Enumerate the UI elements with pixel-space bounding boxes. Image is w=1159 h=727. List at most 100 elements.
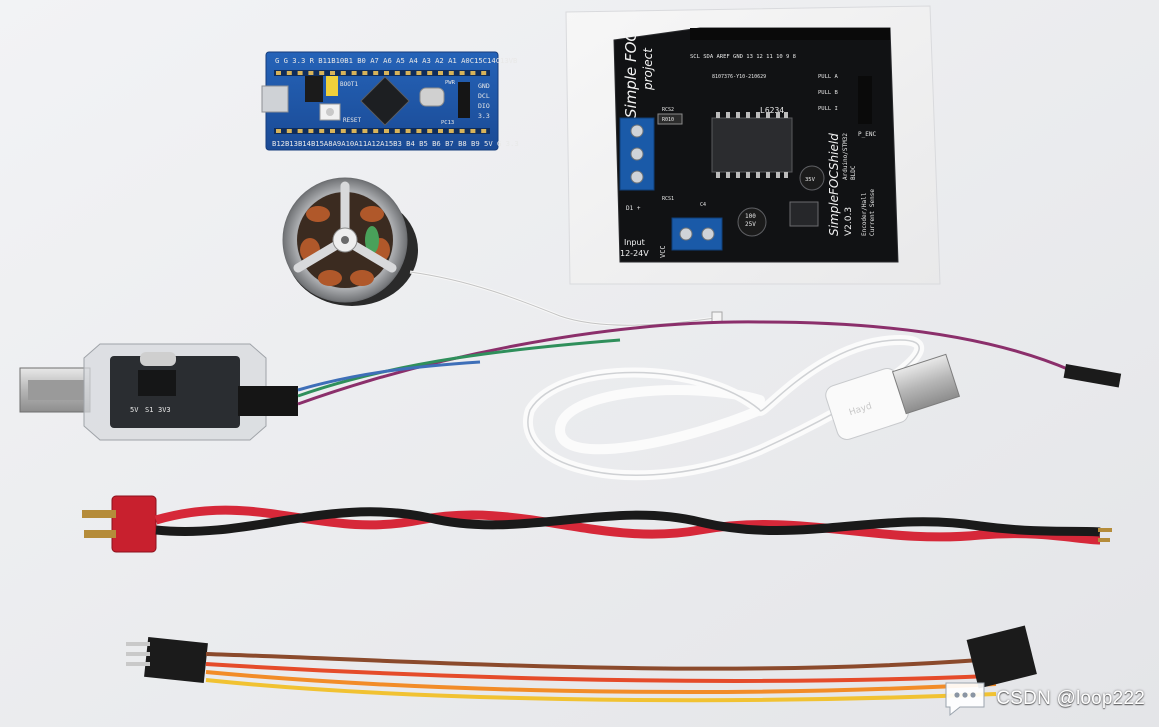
dupont-male-connector <box>1063 363 1122 388</box>
header-pad <box>438 129 443 133</box>
shield-name: SimpleFOCShield <box>827 133 841 236</box>
boot-jumper <box>305 76 323 102</box>
shield-feature-line2: Current Sense <box>869 189 876 236</box>
serial-wire-green <box>297 338 621 398</box>
usb-ttl-connector <box>238 386 298 416</box>
chat-bubble-icon <box>945 682 985 717</box>
header-pad <box>286 71 292 75</box>
header-pad <box>373 71 379 75</box>
small-capacitor <box>799 165 825 191</box>
header-pad <box>394 71 400 75</box>
header-pad <box>416 129 422 133</box>
watermark-text: CSDN @loop222 <box>996 688 1145 709</box>
header-pad <box>340 129 346 133</box>
header-pad <box>373 129 379 133</box>
header-pad <box>481 71 487 75</box>
shield-feature-line1: Encoder/Hall <box>861 192 868 236</box>
pull-i-label: PULL I <box>818 106 838 112</box>
swd-header <box>458 82 470 118</box>
header-pad <box>330 71 335 75</box>
d1-label: D1 + <box>626 205 641 212</box>
rcs2-label: RCS2 <box>662 107 674 113</box>
side-label-gnd: GND <box>478 82 490 90</box>
side-label-33: 3.3 <box>478 112 490 120</box>
usb-cable-plug: Hayd <box>825 353 961 440</box>
header-pad <box>459 129 465 133</box>
input-label-line1: Input <box>624 238 645 247</box>
l6234-chip <box>711 117 793 173</box>
header-pad <box>405 129 411 133</box>
stm32-top-header <box>274 70 490 76</box>
serial-wire-blue <box>297 360 481 392</box>
header-pad <box>319 71 325 75</box>
pc13-label: PC13 <box>441 120 454 126</box>
crystal <box>419 87 445 107</box>
micro-usb-port <box>261 85 289 113</box>
big-capacitor <box>737 207 767 237</box>
header-pad <box>362 129 368 133</box>
header-pad <box>481 129 487 133</box>
header-pad <box>276 71 281 75</box>
pull-b-label: PULL B <box>818 90 839 96</box>
power-wire-black <box>155 507 1101 537</box>
stm32-board: G G 3.3 R B11B10B1 B0 A7 A6 A5 A4 A3 A2 … <box>261 51 519 151</box>
header-pad <box>319 129 325 133</box>
power-wire-red <box>154 505 1101 545</box>
shield-title-line1: Simple FOC <box>622 31 640 118</box>
usb-ttl-label-3v3: 3V3 <box>158 406 171 414</box>
header-pad <box>384 71 389 75</box>
side-label-dcl: DCL <box>478 92 490 100</box>
side-label-dio: DIO <box>478 102 490 110</box>
header-pad <box>308 129 314 133</box>
header-pad <box>276 129 281 133</box>
motor-coils <box>300 206 390 286</box>
stm32-mcu-chip <box>360 76 410 126</box>
header-pad <box>308 71 314 75</box>
usb-ttl-label-5v: 5V <box>130 406 139 414</box>
resistor-label: R010 <box>662 117 674 123</box>
t-plug-connector <box>111 495 157 553</box>
header-pad <box>459 71 465 75</box>
stm32-top-pin-labels: G G 3.3 R B11B10B1 B0 A7 A6 A5 A4 A3 A2 … <box>275 56 517 65</box>
shield-serial: 8107376-Y10-210629 <box>712 74 766 80</box>
shield-compat-line2: BLDC <box>850 165 857 180</box>
usb-ttl-adapter: 5V S1 3V3 <box>19 343 298 441</box>
header-pad <box>330 129 335 133</box>
header-pad <box>362 71 368 75</box>
voltage-regulator <box>789 201 819 227</box>
dupont-jumper-ribbon <box>126 625 1037 703</box>
header-pad <box>438 71 443 75</box>
header-pad <box>384 129 389 133</box>
csdn-watermark: CSDN @loop222 <box>942 679 1145 719</box>
shield-header-pins: SCL SDA AREF GND 13 12 11 10 9 8 <box>690 54 796 60</box>
header-pad <box>427 71 433 75</box>
usb-ttl-label-s1: S1 <box>145 406 153 414</box>
reset-label: RESET <box>343 117 361 124</box>
shield-title-line2: project <box>641 47 655 91</box>
shield-version: V2.0.3 <box>844 207 854 236</box>
pwr-label: PWR <box>445 80 456 86</box>
cap-label-25v: 25V <box>745 221 756 228</box>
stm32-bottom-pin-labels: B12B13B14B15A8A9A10A11A12A15B3 B4 B5 B6 … <box>272 139 519 148</box>
rcs1-label: RCS1 <box>662 196 674 202</box>
motor-connector <box>711 311 723 323</box>
header-pad <box>448 129 454 133</box>
penc-label: P_ENC <box>858 131 876 138</box>
header-pad <box>470 71 476 75</box>
bldc-gimbal-motor <box>282 177 418 306</box>
header-pad <box>470 129 476 133</box>
header-pad <box>297 129 303 133</box>
c4-label: C4 <box>700 202 706 208</box>
usb-ttl-crystal <box>140 352 176 366</box>
encoder-header <box>858 76 872 124</box>
header-pad <box>416 71 422 75</box>
header-pad <box>427 129 433 133</box>
header-pad <box>351 129 357 133</box>
vcc-label: VCC <box>659 245 667 258</box>
cap-label-35v: 35V <box>805 177 816 183</box>
cap-label-100: 100 <box>745 213 756 220</box>
header-pad <box>351 71 357 75</box>
shield-compat-line1: Arduino/STM32 <box>842 133 849 180</box>
header-pad <box>405 71 411 75</box>
